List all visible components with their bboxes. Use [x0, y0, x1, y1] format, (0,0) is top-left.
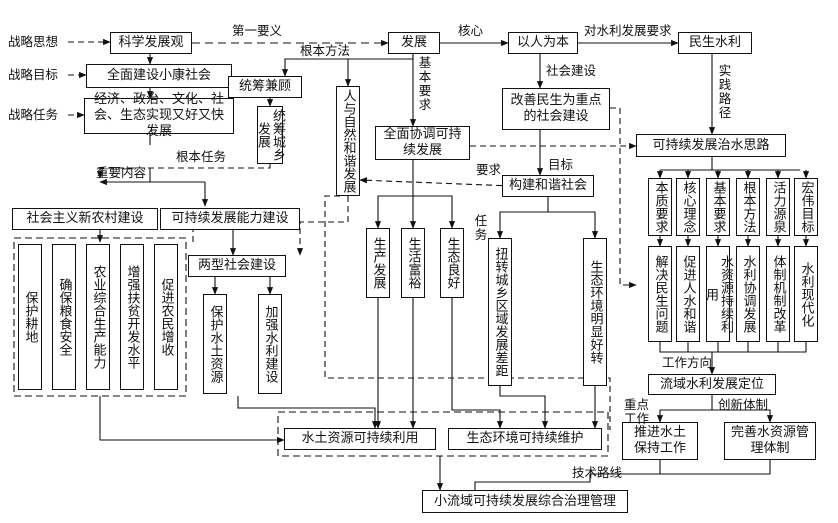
coord-item-1: 生活富裕	[401, 228, 425, 298]
idea-head-1: 核心理念	[676, 178, 700, 236]
edge-label-require: 要求	[476, 162, 502, 177]
box-tongchou: 统筹兼顾	[228, 76, 302, 98]
box-task: 经济、政治、文化、社会、生态实现又好又快发展	[84, 92, 234, 139]
idea-head-0: 本质要求	[648, 178, 672, 236]
idea-item-1: 促进人水和谐	[676, 246, 700, 342]
edge-label-goal: 目标	[548, 157, 574, 172]
box-resource-mgmt: 完善水资源管理体制	[724, 422, 816, 460]
box-develop: 发展	[388, 32, 440, 54]
idea-item-2: 水资源持续利用	[703, 246, 733, 342]
box-sustainable-idea: 可持续发展治水思路	[636, 134, 786, 157]
edge-label-basic-req: 基本要求	[418, 55, 432, 112]
box-livelihood-water: 民生水利	[678, 32, 752, 54]
box-basin-position: 流域水利发展定位	[648, 374, 776, 395]
two-type-item-1: 加强水利建设	[258, 294, 282, 394]
rural-item-1: 确保粮食安全	[52, 244, 76, 390]
task-item-1: 生态环境明显好转	[583, 238, 607, 386]
idea-item-5: 水利现代化	[794, 246, 818, 342]
box-water-soil-use: 水土资源可持续利用	[284, 428, 436, 450]
box-xiaokang: 全面建设小康社会	[86, 64, 232, 88]
label-strategy-goal: 战略目标	[8, 67, 59, 82]
idea-head-5: 宏伟目标	[794, 178, 818, 236]
edge-label-practice: 实践路径	[718, 63, 732, 120]
idea-item-3: 水利协调发展	[736, 246, 760, 342]
edge-label-first: 第一要义	[232, 23, 283, 38]
edge-label-social-build: 社会建设	[546, 63, 597, 78]
box-final: 小流域可持续发展综合治理管理	[422, 490, 628, 513]
box-two-type: 两型社会建设	[188, 255, 286, 277]
coord-item-2: 生态良好	[440, 228, 464, 298]
box-sci-dev: 科学发展观	[110, 32, 192, 54]
label-strategy-thought: 战略思想	[8, 34, 59, 49]
box-capacity: 可持续发展能力建设	[160, 208, 300, 230]
edge-label-tech-route: 技术路线	[572, 465, 623, 480]
edge-label-work-dir: 工作方向	[662, 355, 713, 370]
edge-label-task: 任务	[474, 213, 488, 242]
edge-label-innovation: 创新体制	[718, 397, 769, 412]
rural-item-4: 促进农民增收	[154, 244, 178, 390]
coord-item-0: 生产发展	[366, 228, 390, 298]
edge-label-water-req: 对水利发展要求	[584, 23, 672, 38]
box-social-build: 改善民生为重点的社会建设	[502, 88, 610, 130]
box-coordinated: 全面协调可持续发展	[375, 126, 470, 160]
box-harmony-nature: 人与自然和谐发展	[336, 86, 360, 196]
edge-label-key-work: 重点工作	[624, 397, 650, 426]
edge-label-key-content: 重要内容	[96, 165, 147, 180]
edge-label-root-task: 根本任务	[176, 149, 227, 164]
rural-item-0: 保护耕地	[18, 244, 42, 390]
box-harmonious: 构建和谐社会	[502, 175, 594, 197]
task-item-0: 扭转城乡区域发展差距	[488, 238, 512, 386]
edge-label-root-method: 根本方法	[300, 43, 351, 58]
box-tongchou-urban: 统筹城乡发展	[255, 106, 285, 164]
idea-head-3: 根本方法	[736, 178, 760, 236]
rural-item-3: 增强扶贫开发水平	[120, 244, 144, 390]
two-type-item-0: 保护水土资源	[203, 294, 227, 394]
box-people: 以人为本	[508, 32, 578, 54]
rural-item-2: 农业综合生产能力	[86, 244, 110, 390]
idea-head-2: 基本要求	[706, 178, 730, 236]
idea-item-0: 解决民生问题	[648, 246, 672, 342]
box-eco-maintain: 生态环境可持续维护	[448, 428, 602, 450]
label-strategy-task: 战略任务	[8, 107, 59, 122]
box-rural: 社会主义新农村建设	[12, 208, 158, 230]
idea-head-4: 活力源泉	[766, 178, 790, 236]
box-soil-conserve: 推进水土保持工作	[622, 422, 698, 460]
idea-item-4: 体制机制改革	[766, 246, 790, 342]
edge-label-core: 核心	[458, 23, 484, 38]
